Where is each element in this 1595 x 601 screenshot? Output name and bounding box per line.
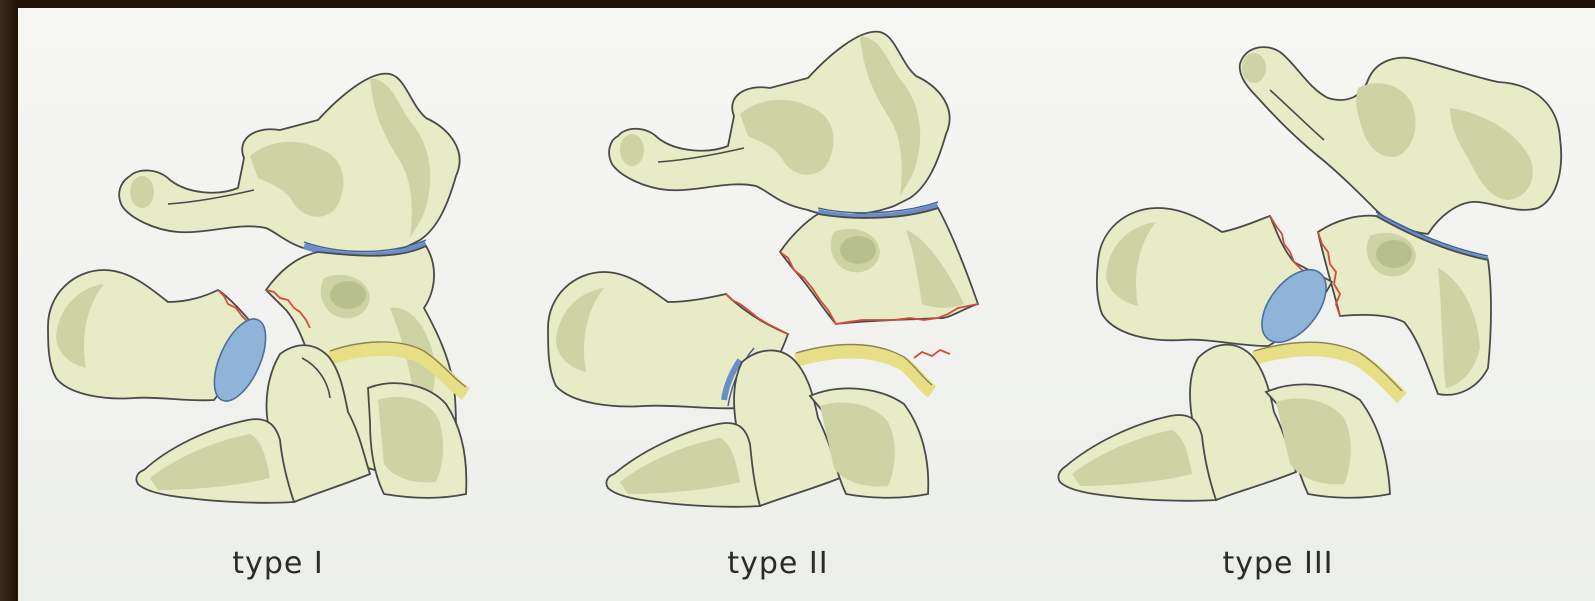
caption-type-1: type I: [18, 546, 538, 581]
panel-type-1: type I: [18, 8, 538, 601]
ligament-yellow: [796, 352, 932, 393]
anterior-arch: [48, 270, 276, 408]
upper-vertebra: [609, 32, 949, 215]
vertebrae-illustration-type-2: [518, 8, 1038, 538]
caption-type-3: type III: [1018, 546, 1538, 581]
anterior-arch: [1097, 208, 1339, 354]
panel-type-3: type III: [1018, 8, 1538, 601]
upper-vertebra: [1240, 47, 1561, 234]
panel-type-2: type II: [518, 8, 1038, 601]
vertebrae-illustration-type-1: [18, 8, 538, 538]
odontoid-fragment: [1318, 216, 1491, 395]
vertebrae-illustration-type-3: [1018, 8, 1578, 538]
upper-vertebra: [119, 74, 459, 257]
odontoid-fragment: [780, 208, 978, 324]
fracture-minor: [914, 350, 950, 358]
lower-vertebra: [1058, 345, 1390, 501]
caption-type-2: type II: [518, 546, 1038, 581]
figure-canvas: type I: [18, 8, 1595, 601]
